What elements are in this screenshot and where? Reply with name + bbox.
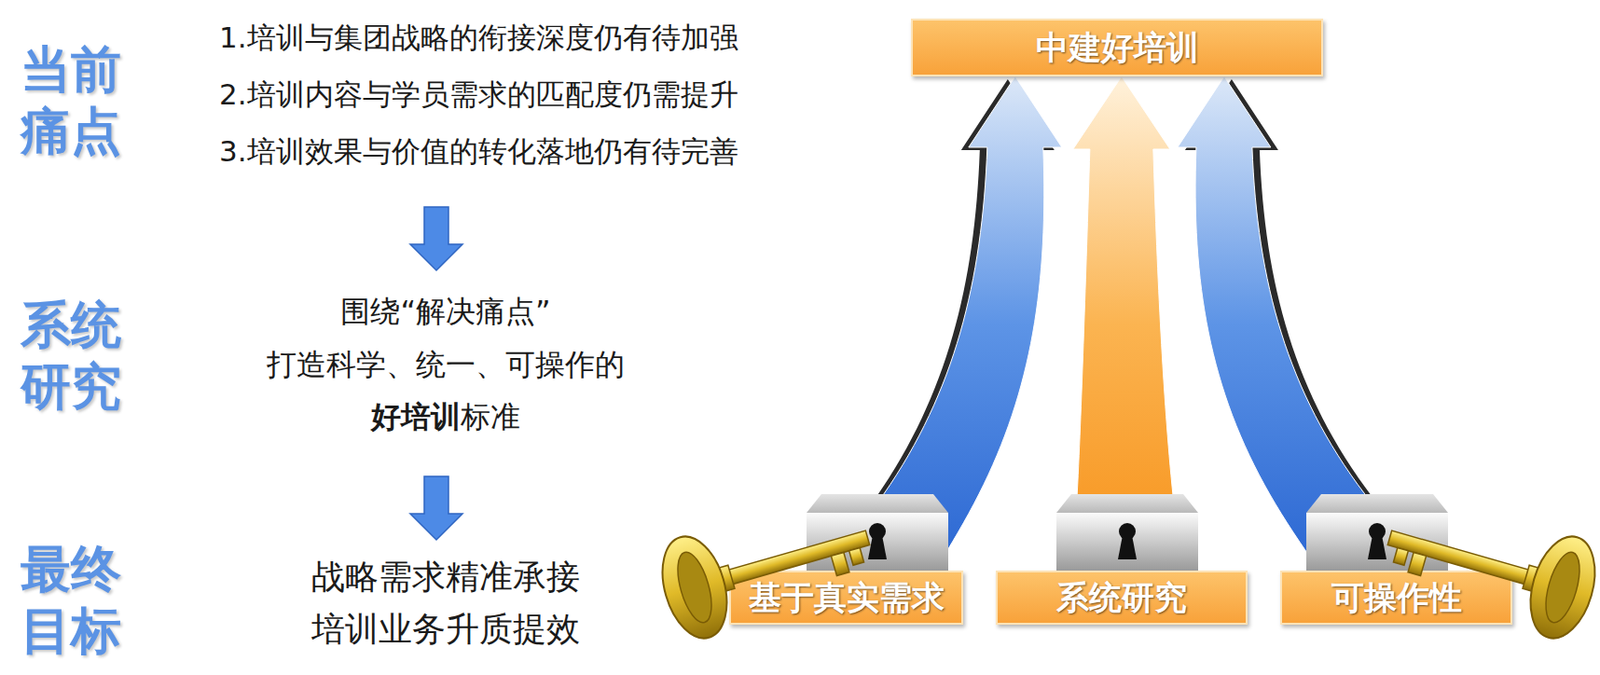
key-tooth (1407, 551, 1427, 576)
golden-key (1375, 487, 1600, 647)
key-shaft (717, 530, 870, 588)
section-heading: 最终 目标 (20, 539, 122, 661)
arrow-body (1069, 76, 1186, 571)
keyhole (1368, 523, 1386, 540)
pedestal (806, 494, 949, 571)
pedestal-top (1056, 494, 1199, 513)
key-collar (717, 565, 735, 592)
text-line: 打造科学、统一、可操作的 (147, 345, 745, 384)
text-line: 2.培训内容与学员需求的匹配度仍需提升 (219, 75, 739, 113)
pedestal (1306, 494, 1449, 571)
goal-text: 战略需求精准承接 (311, 557, 580, 596)
box-label: 中建好培训 (1035, 27, 1200, 68)
goal-text: 培训业务升质提效 (311, 609, 580, 649)
key-ring-hole (1539, 548, 1587, 626)
key-shaft (1387, 530, 1540, 588)
keyhole (868, 535, 887, 560)
key-ring (651, 528, 738, 646)
research-text: 围绕“解决痛点” (340, 293, 551, 330)
keyhole (868, 523, 886, 540)
pedestal-front (1056, 512, 1199, 571)
key-tooth (830, 551, 850, 576)
text-line: 系统 研究 (20, 294, 138, 418)
pedestal-top (806, 494, 949, 513)
text-line: 1.培训与集团战略的衔接深度仍有待加强 (219, 18, 739, 56)
pedestal-front (806, 512, 949, 571)
section-heading: 当前 痛点 (20, 40, 122, 161)
text-line: 围绕“解决痛点” (147, 292, 745, 331)
key-tooth (1393, 548, 1408, 566)
pain-point: 3.培训效果与价值的转化落地仍有待完善 (219, 134, 739, 168)
pedestal (1056, 494, 1199, 571)
text-line: 战略需求精准承接 (147, 556, 745, 598)
key-collar (1522, 565, 1540, 592)
arrow-body (1177, 76, 1437, 571)
text-line: 3.培训效果与价值的转化落地仍有待完善 (219, 132, 739, 170)
pedestal-front (1306, 512, 1449, 571)
box-label: 基于真实需求 (748, 578, 945, 618)
goal-box: 中建好培训 (910, 18, 1324, 77)
pain-point: 1.培训与集团战略的衔接深度仍有待加强 (219, 20, 739, 55)
down-arrow (410, 206, 463, 271)
rising-arrow (810, 76, 1063, 574)
golden-key (651, 487, 883, 647)
pedestal-top (1306, 494, 1449, 513)
keyhole (1117, 535, 1137, 560)
section-heading: 系统 研究 (20, 295, 122, 416)
box-label: 系统研究 (1056, 578, 1187, 618)
rising-arrow (1069, 76, 1186, 571)
pain-point: 2.培训内容与学员需求的匹配度仍需提升 (219, 77, 739, 111)
text-line: 最终 目标 (20, 538, 138, 663)
key-ring-hole (671, 548, 718, 626)
text-line: 培训业务升质提效 (147, 608, 745, 650)
box-label: 可操作性 (1331, 578, 1463, 618)
research-text: 标准 (460, 399, 521, 435)
key-factor-box: 系统研究 (995, 570, 1248, 625)
key-tooth (849, 548, 865, 566)
key-ring (1519, 528, 1600, 646)
text-line: 好培训标准 (147, 398, 745, 436)
down-arrow (410, 476, 463, 540)
research-text: 打造科学、统一、可操作的 (266, 346, 625, 383)
rising-arrow (1177, 76, 1445, 574)
key-factor-box: 可操作性 (1280, 570, 1513, 625)
emphasis-text: 好培训 (371, 399, 461, 435)
arrow-body (817, 76, 1063, 571)
keyhole (1367, 535, 1387, 560)
keyhole (1118, 523, 1136, 540)
text-line: 当前 痛点 (20, 39, 138, 163)
key-factor-box: 基于真实需求 (729, 570, 964, 625)
